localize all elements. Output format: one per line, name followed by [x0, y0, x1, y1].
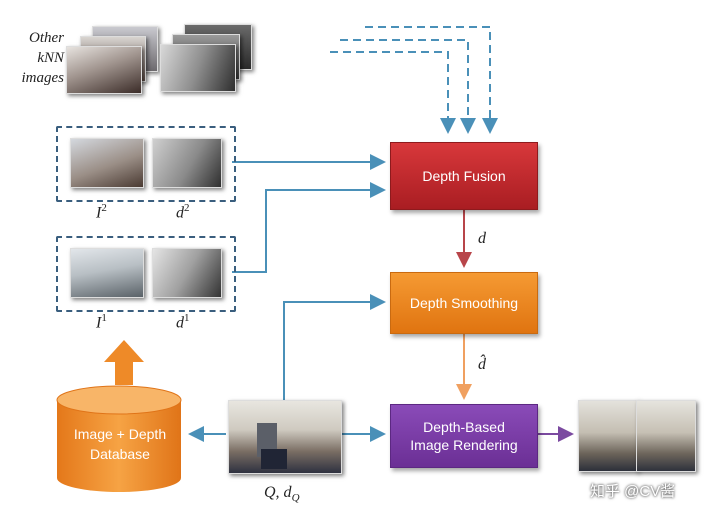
knn-2-color-image [70, 138, 144, 188]
depth-smoothing-label: Depth Smoothing [409, 295, 519, 311]
label-d1-base: d [176, 314, 184, 332]
query-image [228, 400, 342, 474]
knn-color-image [66, 46, 142, 94]
database-up-arrow [104, 340, 144, 385]
other-knn-line1: Other [29, 30, 64, 46]
depth-fusion-box: Depth Fusion [390, 142, 538, 210]
query-label-sub: Q [291, 492, 300, 505]
depth-rendering-label-line1: Depth-Based [423, 419, 505, 435]
label-d1-sup: 1 [184, 312, 190, 324]
database-label-line1: Image + Depth [73, 426, 167, 442]
knn-2-group [56, 126, 236, 202]
database-label-line2: Database [90, 446, 150, 462]
output-image-2 [636, 400, 696, 472]
watermark: 知乎 @CV酱 [590, 483, 676, 500]
knn-depth-image [160, 44, 236, 92]
label-i2-base: I [96, 204, 102, 222]
label-i1-sup: 1 [101, 312, 107, 324]
other-knn-line3: images [21, 70, 65, 86]
label-d2-base: d [176, 204, 184, 222]
label-i1-base: I [96, 314, 102, 332]
query-to-smoothing-arrow [283, 294, 386, 400]
query-label-base: Q, d [264, 484, 292, 501]
dashed-input-3 [365, 26, 498, 134]
depth-rendering-label-line2: Image Rendering [410, 437, 518, 453]
database-cylinder [56, 385, 182, 492]
label-i2: I2 [96, 202, 107, 222]
other-knn-line2: kNN [37, 50, 64, 66]
label-i1: I1 [96, 312, 107, 332]
knn-1-group [56, 236, 236, 312]
dashed-input-1 [330, 51, 456, 134]
knn-1-depth-image [152, 248, 222, 298]
depth-smoothing-box: Depth Smoothing [390, 272, 538, 334]
database-label: Image + Depth Database [57, 424, 183, 464]
edge-label-dhat: d̂ [478, 356, 486, 373]
query-image-chair [261, 449, 287, 469]
edge-label-d: d [478, 230, 486, 247]
knn-2-depth-image [152, 138, 222, 188]
label-d1: d1 [176, 312, 190, 332]
label-i2-sup: 2 [101, 202, 107, 214]
query-image-door [257, 423, 277, 457]
knn-1-color-image [70, 248, 144, 298]
label-d2-sup: 2 [184, 202, 190, 214]
depth-fusion-label: Depth Fusion [422, 168, 506, 184]
dashed-input-2 [340, 39, 476, 134]
query-label: Q, dQ [264, 484, 300, 504]
other-knn-label: Other kNN images [8, 28, 65, 88]
k1-to-fusion-arrow [232, 182, 386, 273]
label-d2: d2 [176, 202, 190, 222]
output-image-1 [578, 400, 638, 472]
depth-rendering-box: Depth-Based Image Rendering [390, 404, 538, 468]
